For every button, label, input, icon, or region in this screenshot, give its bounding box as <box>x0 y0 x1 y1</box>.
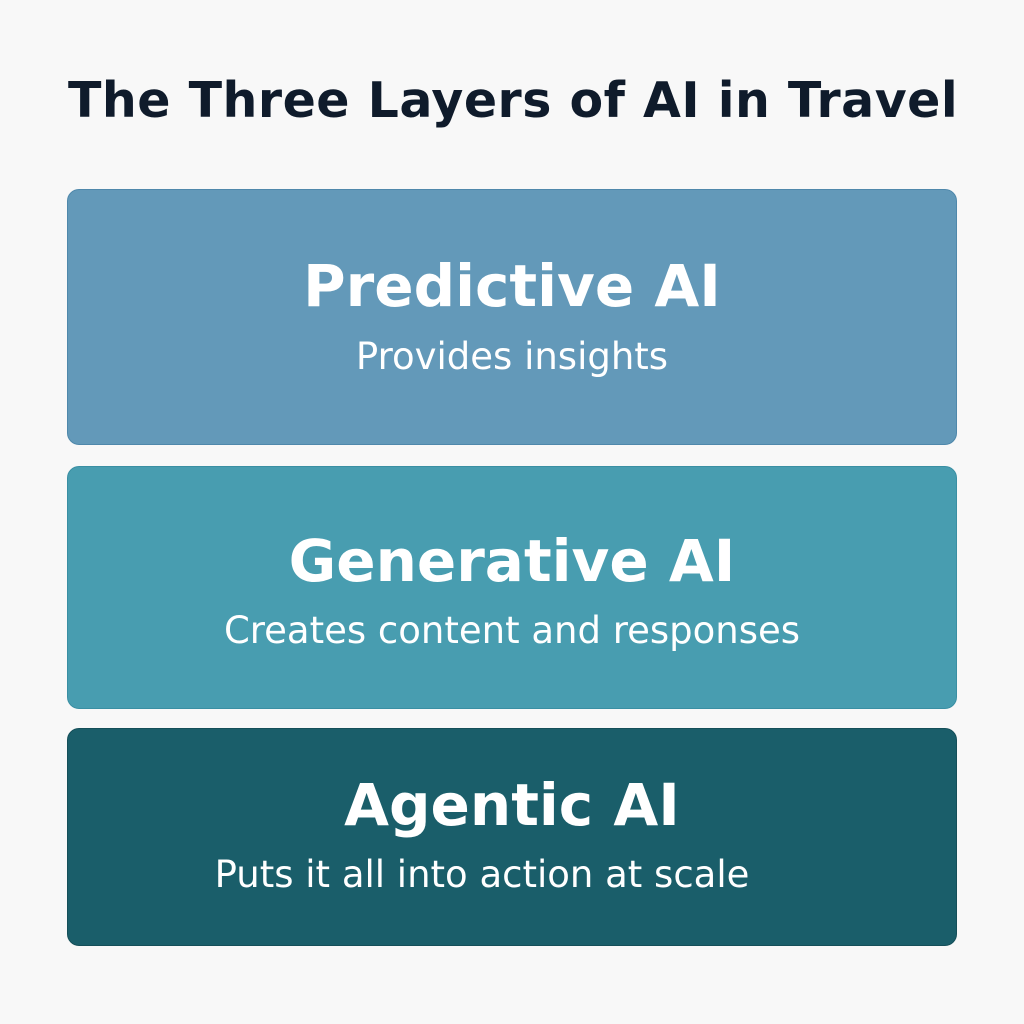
layer-heading: Generative AI <box>288 527 736 595</box>
layer-agentic-ai: Agentic AI Puts it all into action at sc… <box>67 728 957 946</box>
layer-heading: Predictive AI <box>303 252 721 320</box>
layer-predictive-ai: Predictive AI Provides insights <box>67 189 957 445</box>
layer-subtitle: Creates content and responses <box>223 609 801 652</box>
layer-subtitle: Provides insights <box>355 335 669 378</box>
page-title: The Three Layers of AI in Travel <box>68 72 959 129</box>
layer-generative-ai: Generative AI Creates content and respon… <box>67 466 957 709</box>
layer-heading: Agentic AI <box>344 771 680 839</box>
layer-subtitle: Puts it all into action at scale <box>214 853 750 896</box>
